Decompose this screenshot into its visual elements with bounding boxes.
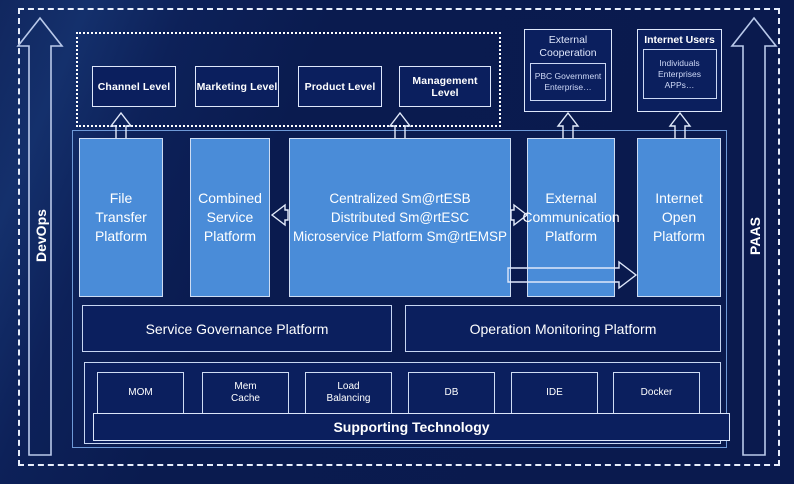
tech-label: Docker	[640, 387, 673, 398]
platform-label: Centralized Sm@rtESB Distributed Sm@rtES…	[293, 191, 507, 244]
level-box-marketing[interactable]: Marketing Level	[195, 66, 279, 107]
business-levels-group	[76, 32, 501, 127]
platform-label: Internet Open Platform	[652, 190, 706, 244]
actor-inner-box: Individuals Enterprises APPs…	[642, 49, 717, 99]
platform-internet-open[interactable]: Internet Open Platform	[637, 138, 721, 297]
level-label: Marketing Level	[196, 80, 278, 93]
level-box-management[interactable]: Management Level	[399, 66, 491, 107]
tech-box-docker[interactable]: Docker	[613, 372, 700, 414]
governance-label: Operation Monitoring Platform	[469, 320, 657, 337]
devops-arrow-label: DevOps	[33, 209, 49, 262]
governance-operation-monitoring[interactable]: Operation Monitoring Platform	[405, 305, 721, 352]
governance-label: Service Governance Platform	[145, 320, 329, 337]
actor-internet-users[interactable]: Internet Users Individuals Enterprises A…	[637, 29, 722, 112]
tech-label: Mem Cache	[231, 381, 260, 404]
level-box-channel[interactable]: Channel Level	[92, 66, 176, 107]
tech-box-mom[interactable]: MOM	[97, 372, 184, 414]
actor-title: Internet Users	[644, 34, 715, 46]
actor-inner-box: PBC Government Enterprise…	[530, 63, 606, 101]
paas-arrow-label: PAAS	[747, 217, 763, 255]
tech-box-db[interactable]: DB	[408, 372, 495, 414]
platform-external-communication[interactable]: External Communication Platform	[522, 138, 620, 297]
level-box-product[interactable]: Product Level	[298, 66, 382, 107]
tech-label: IDE	[546, 387, 563, 398]
tech-box-ide[interactable]: IDE	[511, 372, 598, 414]
tech-label: MOM	[128, 387, 153, 398]
tech-label: DB	[444, 387, 459, 398]
actor-external-cooperation[interactable]: External Cooperation PBC Government Ente…	[524, 29, 612, 112]
platform-label: File Transfer Platform	[94, 190, 148, 244]
supporting-technology-label: Supporting Technology	[333, 419, 490, 435]
governance-service-platform[interactable]: Service Governance Platform	[82, 305, 392, 352]
level-label: Channel Level	[97, 80, 171, 93]
platform-combined-service[interactable]: Combined Service Platform	[190, 138, 270, 297]
supporting-technology-bar[interactable]: Supporting Technology	[93, 413, 730, 441]
level-label: Management Level	[412, 74, 478, 99]
tech-box-mem-cache[interactable]: Mem Cache	[202, 372, 289, 414]
platform-file-transfer[interactable]: File Transfer Platform	[79, 138, 163, 297]
tech-label: Load Balancing	[326, 381, 371, 404]
platform-centralized-esb[interactable]: Centralized Sm@rtESB Distributed Sm@rtES…	[289, 138, 511, 297]
level-label: Product Level	[304, 80, 376, 93]
platform-label: External Communication Platform	[522, 190, 620, 244]
actor-title: External Cooperation	[539, 34, 597, 59]
tech-box-load-balancing[interactable]: Load Balancing	[305, 372, 392, 414]
platform-label: Combined Service Platform	[198, 190, 262, 244]
